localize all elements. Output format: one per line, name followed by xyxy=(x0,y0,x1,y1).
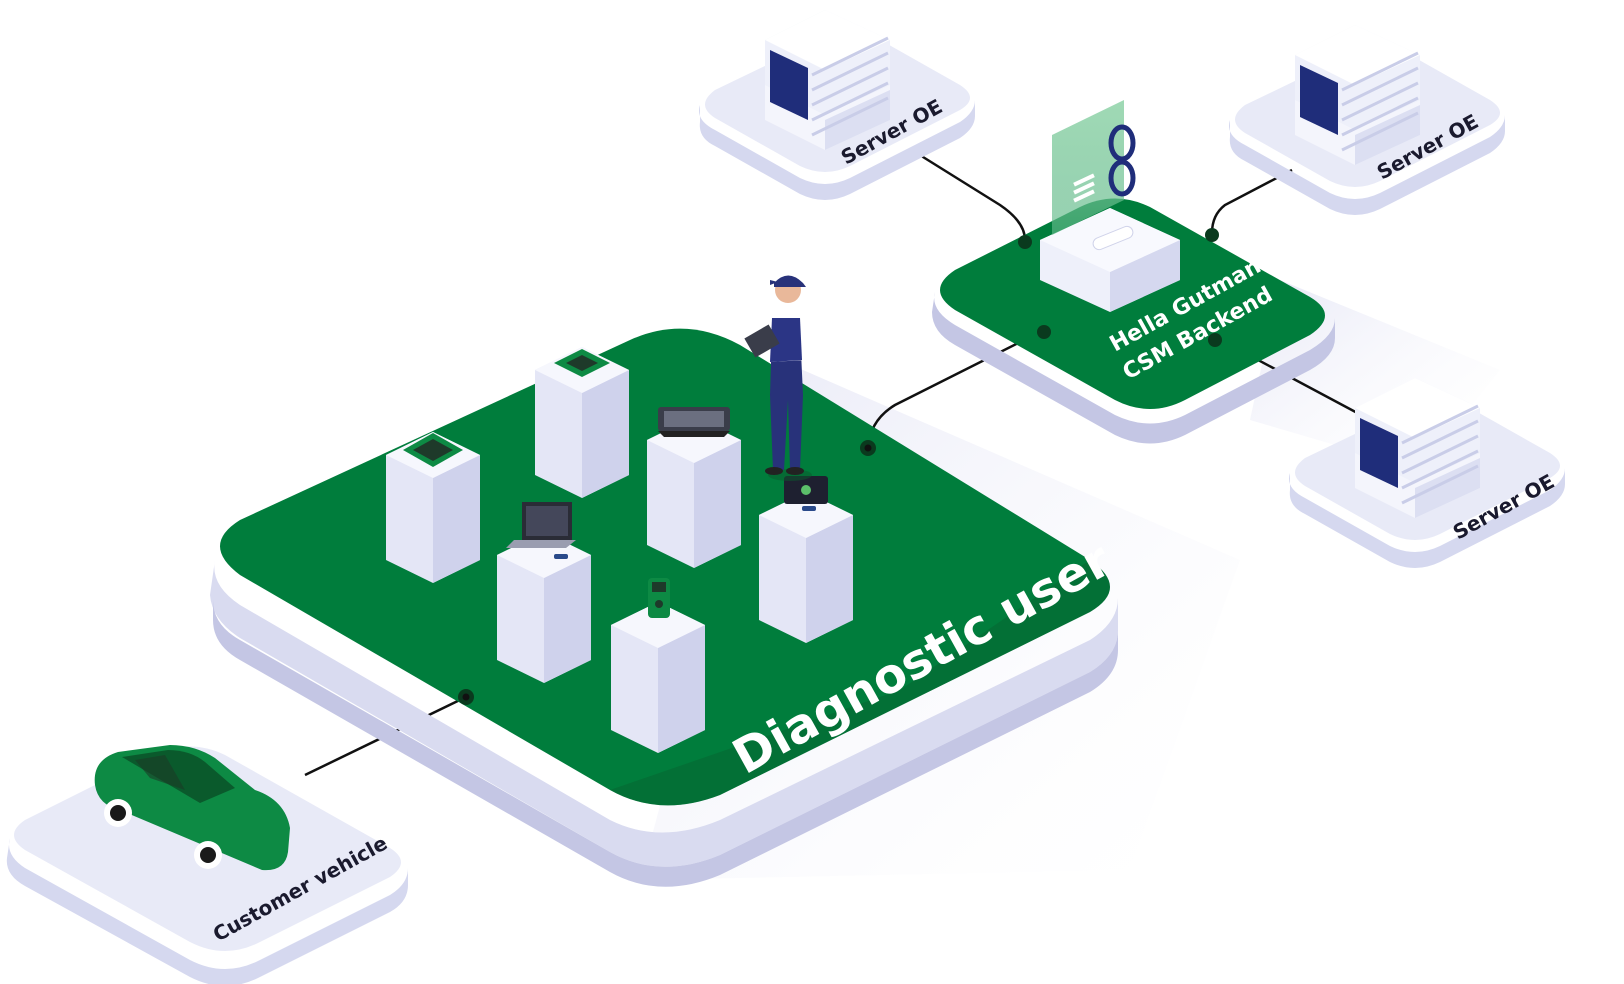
pedestal-green-device xyxy=(535,347,629,498)
green-tablet-icon xyxy=(403,433,463,467)
technician-figure xyxy=(744,275,812,481)
laptop-icon xyxy=(506,502,576,559)
server-oe-right: Server OE xyxy=(1289,378,1565,568)
pedestal-laptop xyxy=(497,502,591,683)
handheld-scanner-icon xyxy=(648,578,670,618)
server-oe-top-right: Server OE xyxy=(1229,25,1505,215)
device-pedestals xyxy=(386,347,853,753)
csm-backend-platform: Hella Gutmann CSM Backend xyxy=(932,100,1335,444)
pedestal-screen xyxy=(647,407,741,568)
port-server-right xyxy=(1208,333,1222,347)
pedestal-handheld xyxy=(611,578,705,753)
server-stack-icon xyxy=(1355,378,1480,518)
port-server-top-right xyxy=(1205,228,1219,242)
tablet-icon xyxy=(784,476,828,511)
car-icon xyxy=(94,745,290,871)
server-stack-icon xyxy=(765,10,890,150)
server-stack-icon xyxy=(1295,25,1420,165)
connector-server-top-left xyxy=(914,150,1027,241)
pedestal-green-tablet xyxy=(386,432,480,583)
backend-hologram-icon xyxy=(1052,100,1136,235)
customer-vehicle-tile: Customer vehicle xyxy=(6,745,408,984)
port-server-top-left xyxy=(1018,235,1032,249)
pedestal-android-tablet xyxy=(759,476,853,643)
touch-screen-icon xyxy=(658,407,730,437)
port-diagnostic xyxy=(1037,325,1051,339)
diagnostic-box-icon xyxy=(554,349,610,377)
server-oe-top-left: Server OE xyxy=(699,10,975,200)
